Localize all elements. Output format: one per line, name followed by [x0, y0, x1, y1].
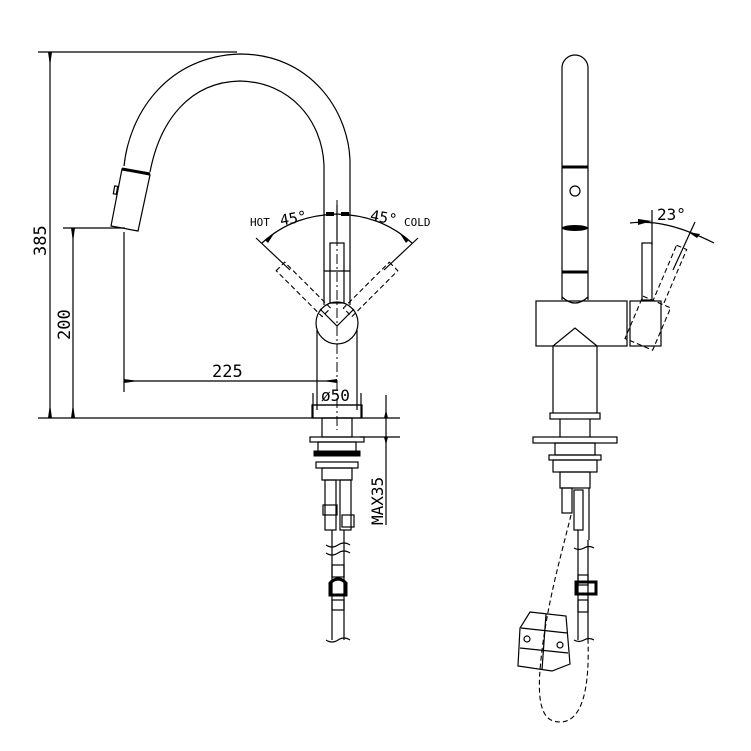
under-deck-mount	[309, 417, 365, 643]
diameter-label: ø50	[321, 386, 350, 405]
dimension-200: 200	[55, 228, 75, 418]
dimension-385: 385	[31, 52, 52, 418]
hose-assembly	[517, 514, 598, 723]
dimension-385-label: 385	[31, 225, 51, 256]
tilt-angle-label: 23°	[657, 205, 686, 224]
hot-angle-label: 45°	[278, 207, 308, 229]
spray-head-band	[562, 225, 588, 231]
cold-label: COLD	[404, 216, 431, 229]
lever	[624, 242, 688, 351]
cold-angle-label: 45°	[369, 206, 399, 228]
hot-label: HOT	[250, 216, 270, 229]
dimension-200-label: 200	[55, 309, 75, 340]
front-view: 385 200	[31, 51, 431, 643]
spout	[110, 53, 351, 232]
dimension-225-label: 225	[212, 362, 243, 382]
spray-button-icon	[112, 185, 119, 195]
side-view: 23°	[517, 54, 715, 723]
rotation-angle-dimension: HOT 45° 45° COLD	[250, 205, 431, 271]
dimension-lever-tilt: 23°	[629, 205, 715, 271]
spray-button-icon	[569, 185, 581, 197]
dimension-max35: MAX35	[360, 395, 400, 525]
dimension-225: 225	[123, 232, 337, 392]
dimension-diameter-50: ø50	[312, 386, 362, 418]
max35-label: MAX35	[368, 477, 387, 525]
